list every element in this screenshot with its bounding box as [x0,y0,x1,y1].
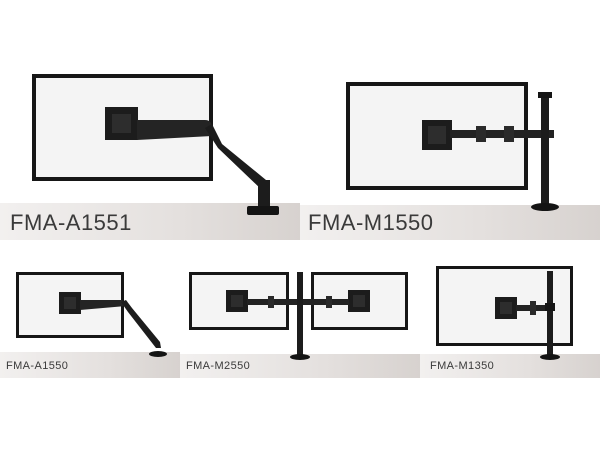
pole-arm [422,92,559,211]
product-panel-fma-m2550: FMA-M2550 [180,268,420,378]
desk-surface [420,354,600,378]
product-panel-fma-a1550: FMA-A1550 [0,268,180,378]
product-image-fma-m2550 [180,272,420,378]
product-image-fma-a1550 [0,272,180,378]
product-image-fma-m1550 [300,82,600,240]
product-model-label: FMA-M1550 [308,210,434,235]
gas-spring-arm [105,107,279,215]
product-panel-fma-m1350: FMA-M1350 [420,263,600,378]
pole-dual-arm [226,272,370,360]
product-image-fma-a1551 [0,74,300,240]
gas-spring-arm [59,292,167,357]
desk-surface [300,205,600,240]
pole-arm [495,271,560,360]
product-model-label: FMA-A1550 [6,360,69,372]
product-image-fma-m1350 [420,266,600,378]
product-model-label: FMA-A1551 [10,210,132,235]
product-model-label: FMA-M1350 [430,360,495,372]
desk-surface [0,352,180,378]
product-model-label: FMA-M2550 [186,360,251,372]
product-panel-fma-a1551: FMA-A1551 [0,70,300,240]
product-panel-fma-m1550: FMA-M1550 [300,80,600,240]
